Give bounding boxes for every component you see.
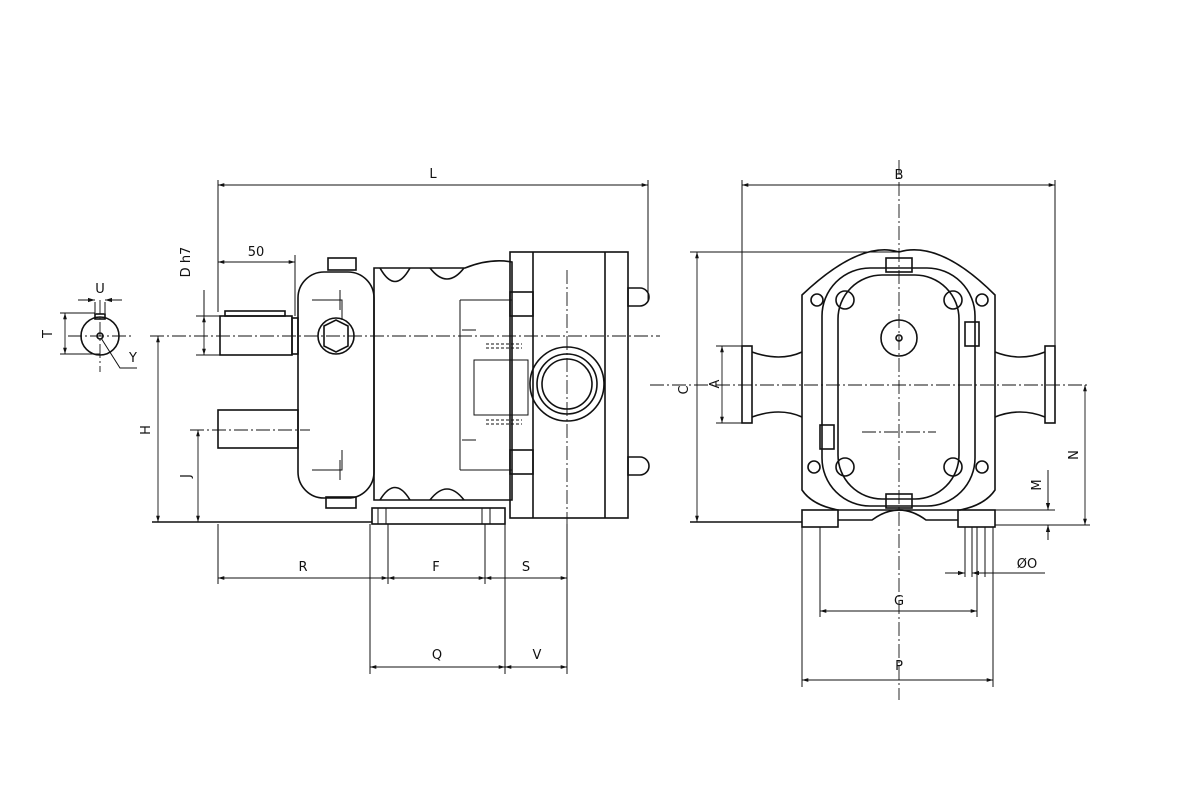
label-D-h7: D h7: [179, 247, 194, 278]
label-T: T: [41, 330, 56, 339]
front-view: B C A N M ØO G P: [650, 160, 1090, 700]
label-V: V: [533, 648, 542, 663]
label-A: A: [708, 379, 723, 388]
label-M: M: [1030, 479, 1045, 490]
label-H: H: [139, 425, 154, 435]
label-L: L: [429, 167, 437, 182]
label-S: S: [522, 560, 530, 575]
label-P: P: [895, 659, 903, 674]
label-C: C: [677, 385, 692, 394]
label-G: G: [894, 594, 904, 609]
label-B: B: [895, 168, 904, 183]
label-Q: Q: [432, 648, 442, 663]
shaft-end-view: U T Y: [41, 282, 137, 372]
label-U: U: [95, 282, 105, 297]
label-50: 50: [248, 245, 265, 260]
label-Y: Y: [128, 351, 137, 366]
label-F: F: [432, 560, 439, 575]
label-N: N: [1067, 450, 1082, 460]
label-J: J: [179, 474, 194, 479]
label-R: R: [298, 560, 307, 575]
label-O: ØO: [1017, 557, 1037, 572]
side-view: L 50 D h7 H J R F S Q V: [139, 167, 660, 674]
